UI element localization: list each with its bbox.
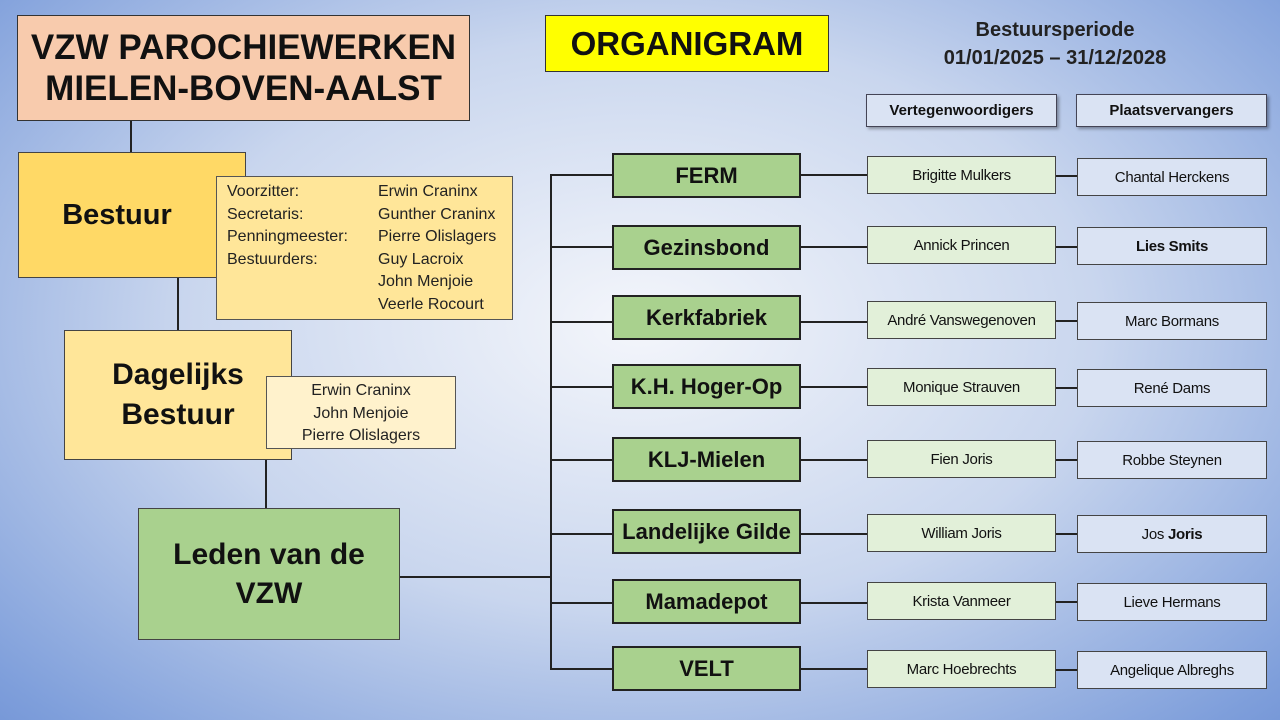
rep-sub-line xyxy=(1056,669,1077,671)
org-gezinsbond: Gezinsbond xyxy=(612,225,801,270)
connector-trunk xyxy=(550,175,552,669)
branch-line xyxy=(550,533,612,535)
org-klj-mielen: KLJ-Mielen xyxy=(612,437,801,482)
member-name: Erwin Craninx xyxy=(378,183,478,200)
rep-sub-line xyxy=(1056,601,1077,603)
vertegenwoordiger: Fien Joris xyxy=(867,440,1056,478)
member-row: Penningmeester: Pierre Olislagers xyxy=(227,226,512,249)
vertegenwoordiger: Marc Hoebrechts xyxy=(867,650,1056,688)
member-row: Veerle Rocourt xyxy=(227,294,512,317)
rep-sub-line xyxy=(1056,175,1077,177)
rep-sub-line xyxy=(1056,246,1077,248)
member-name: Gunther Craninx xyxy=(378,205,496,223)
member-name: Pierre Olislagers xyxy=(301,427,421,444)
branch-line xyxy=(801,533,867,535)
branch-line xyxy=(801,668,867,670)
member-name: Erwin Craninx xyxy=(311,382,411,399)
branch-line xyxy=(801,386,867,388)
member-role xyxy=(227,271,378,294)
plaatsvervanger-first-name: Jos xyxy=(1141,525,1165,543)
rep-sub-line xyxy=(1056,387,1077,389)
leden-box: Leden van de VZW xyxy=(138,508,400,640)
member-name: Guy Lacroix xyxy=(378,250,464,268)
vertegenwoordiger: Annick Princen xyxy=(867,226,1056,264)
member-role: Voorzitter: xyxy=(227,183,300,200)
member-name: Veerle Rocourt xyxy=(378,295,484,313)
member-role: Penningmeester: xyxy=(227,228,348,245)
branch-line xyxy=(550,321,612,323)
vertegenwoordiger: Brigitte Mulkers xyxy=(867,156,1056,194)
branch-line xyxy=(550,386,612,388)
org-velt: VELT xyxy=(612,646,801,691)
member-row: Secretaris: Gunther Craninx xyxy=(227,204,512,227)
branch-line xyxy=(550,174,612,176)
bestuursperiode: Bestuursperiode 01/01/2025 – 31/12/2028 xyxy=(943,19,1167,69)
connector-title-bestuur xyxy=(130,121,132,152)
branch-line xyxy=(801,246,867,248)
plaatsvervanger: Jos Joris xyxy=(1077,515,1267,553)
bestuur-box: Bestuur xyxy=(18,152,246,278)
rep-sub-line xyxy=(1056,459,1077,461)
plaatsvervanger: René Dams xyxy=(1077,369,1267,407)
vertegenwoordiger: Monique Strauven xyxy=(867,368,1056,406)
connector-dagelijks-leden xyxy=(265,460,267,508)
plaatsvervanger: Robbe Steynen xyxy=(1077,441,1267,479)
member-name: John Menjoie xyxy=(313,404,409,422)
branch-line xyxy=(801,459,867,461)
organigram-label: ORGANIGRAM xyxy=(545,15,829,72)
member-role xyxy=(227,294,378,317)
branch-line xyxy=(550,459,612,461)
connector-bestuur-dagelijks xyxy=(177,278,179,330)
header-vertegenwoordigers: Vertegenwoordigers xyxy=(866,94,1057,127)
member-name: John Menjoie xyxy=(378,273,474,290)
branch-line xyxy=(801,174,867,176)
dagelijks-bestuur-members: Erwin Craninx John Menjoie Pierre Olisla… xyxy=(266,376,456,449)
branch-line xyxy=(550,602,612,604)
branch-line xyxy=(550,246,612,248)
org-kh-hoger-op: K.H. Hoger-Op xyxy=(612,364,801,409)
plaatsvervanger: Lies Smits xyxy=(1077,227,1267,265)
connector-leden-trunk xyxy=(400,576,551,578)
plaatsvervanger: Chantal Herckens xyxy=(1077,158,1267,196)
org-mamadepot: Mamadepot xyxy=(612,579,801,624)
branch-line xyxy=(801,321,867,323)
branch-line xyxy=(550,668,612,670)
plaatsvervanger: Marc Bormans xyxy=(1077,302,1267,340)
rep-sub-line xyxy=(1056,533,1077,535)
org-ferm: FERM xyxy=(612,153,801,198)
member-role: Bestuurders: xyxy=(227,250,318,268)
member-role: Secretaris: xyxy=(227,205,304,223)
member-row: Bestuurders: Guy Lacroix xyxy=(227,249,512,272)
plaatsvervanger-last-name: Joris xyxy=(1167,525,1203,543)
branch-line xyxy=(801,602,867,604)
bestuur-members: Voorzitter: Erwin Craninx Secretaris: Gunt… xyxy=(216,176,513,320)
member-row: Voorzitter: Erwin Craninx xyxy=(227,181,512,204)
plaatsvervanger: Angelique Albreghs xyxy=(1077,651,1267,689)
header-plaatsvervangers: Plaatsvervangers xyxy=(1076,94,1267,127)
org-kerkfabriek: Kerkfabriek xyxy=(612,295,801,340)
organisation-title: VZW PAROCHIEWERKEN MIELEN-BOVEN-AALST xyxy=(17,15,470,121)
plaatsvervanger: Lieve Hermans xyxy=(1077,583,1267,621)
member-row: John Menjoie xyxy=(227,271,512,294)
vertegenwoordiger: William Joris xyxy=(867,514,1056,552)
rep-sub-line xyxy=(1056,320,1077,322)
member-name: Pierre Olislagers xyxy=(378,228,497,245)
org-landelijke-gilde: Landelijke Gilde xyxy=(612,509,801,554)
vertegenwoordiger: André Vanswegenoven xyxy=(867,301,1056,339)
vertegenwoordiger: Krista Vanmeer xyxy=(867,582,1056,620)
dagelijks-bestuur-box: Dagelijks Bestuur xyxy=(64,330,292,460)
